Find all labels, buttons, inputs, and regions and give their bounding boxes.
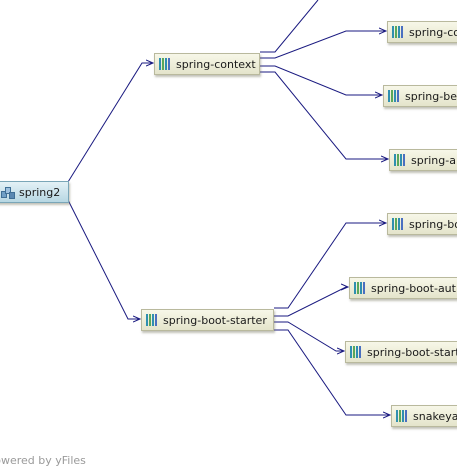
library-icon bbox=[392, 218, 405, 230]
library-icon bbox=[394, 154, 407, 166]
root-node-spring2[interactable]: spring2 bbox=[0, 181, 69, 203]
node-label: spring-context bbox=[176, 57, 256, 71]
edge-spring-context-to-spring-a bbox=[260, 71, 388, 159]
library-icon bbox=[159, 58, 172, 70]
library-icon bbox=[354, 282, 367, 294]
node-spring-boot-starter[interactable]: spring-boot-starter bbox=[141, 309, 274, 331]
node-label: spring-boot-start bbox=[367, 345, 457, 359]
edge-starter-to-spring-boot-aut bbox=[274, 287, 348, 317]
node-spring-co[interactable]: spring-co bbox=[387, 21, 457, 43]
node-spring-boot-aut[interactable]: spring-boot-aut bbox=[349, 277, 457, 299]
node-label: snakeya bbox=[413, 409, 457, 423]
edge-spring-context-to-offscreen bbox=[260, 0, 319, 53]
node-label: spring-boot-aut bbox=[371, 281, 456, 295]
edge-starter-to-spring-bo bbox=[274, 223, 386, 309]
library-icon bbox=[392, 26, 405, 38]
edge-starter-to-spring-boot-start bbox=[274, 321, 344, 351]
node-snakeya[interactable]: snakeya bbox=[391, 405, 457, 427]
node-spring-be[interactable]: spring-be bbox=[383, 85, 457, 107]
node-spring-context[interactable]: spring-context bbox=[154, 53, 260, 75]
edge-spring-context-to-spring-co bbox=[260, 31, 386, 59]
node-label: spring-co bbox=[409, 25, 457, 39]
node-spring-boot-start[interactable]: spring-boot-start bbox=[345, 341, 457, 363]
edge-root-to-spring-context bbox=[67, 63, 153, 183]
library-icon bbox=[396, 410, 409, 422]
library-icon bbox=[350, 346, 363, 358]
module-icon bbox=[1, 186, 15, 199]
node-label: spring-be bbox=[405, 89, 457, 103]
node-label: spring2 bbox=[19, 185, 61, 199]
node-label: spring-boot-starter bbox=[163, 313, 267, 327]
yfiles-watermark: Powered by yFiles bbox=[0, 454, 86, 467]
library-icon bbox=[388, 90, 401, 102]
edge-root-to-spring-boot-starter bbox=[67, 199, 140, 319]
library-icon bbox=[146, 314, 159, 326]
node-spring-a[interactable]: spring-a bbox=[389, 149, 457, 171]
node-spring-bo[interactable]: spring-bo bbox=[387, 213, 457, 235]
node-label: spring-bo bbox=[409, 217, 457, 231]
edge-starter-to-snakeya bbox=[274, 329, 390, 415]
edge-spring-context-to-spring-be bbox=[260, 65, 382, 95]
node-label: spring-a bbox=[411, 153, 456, 167]
